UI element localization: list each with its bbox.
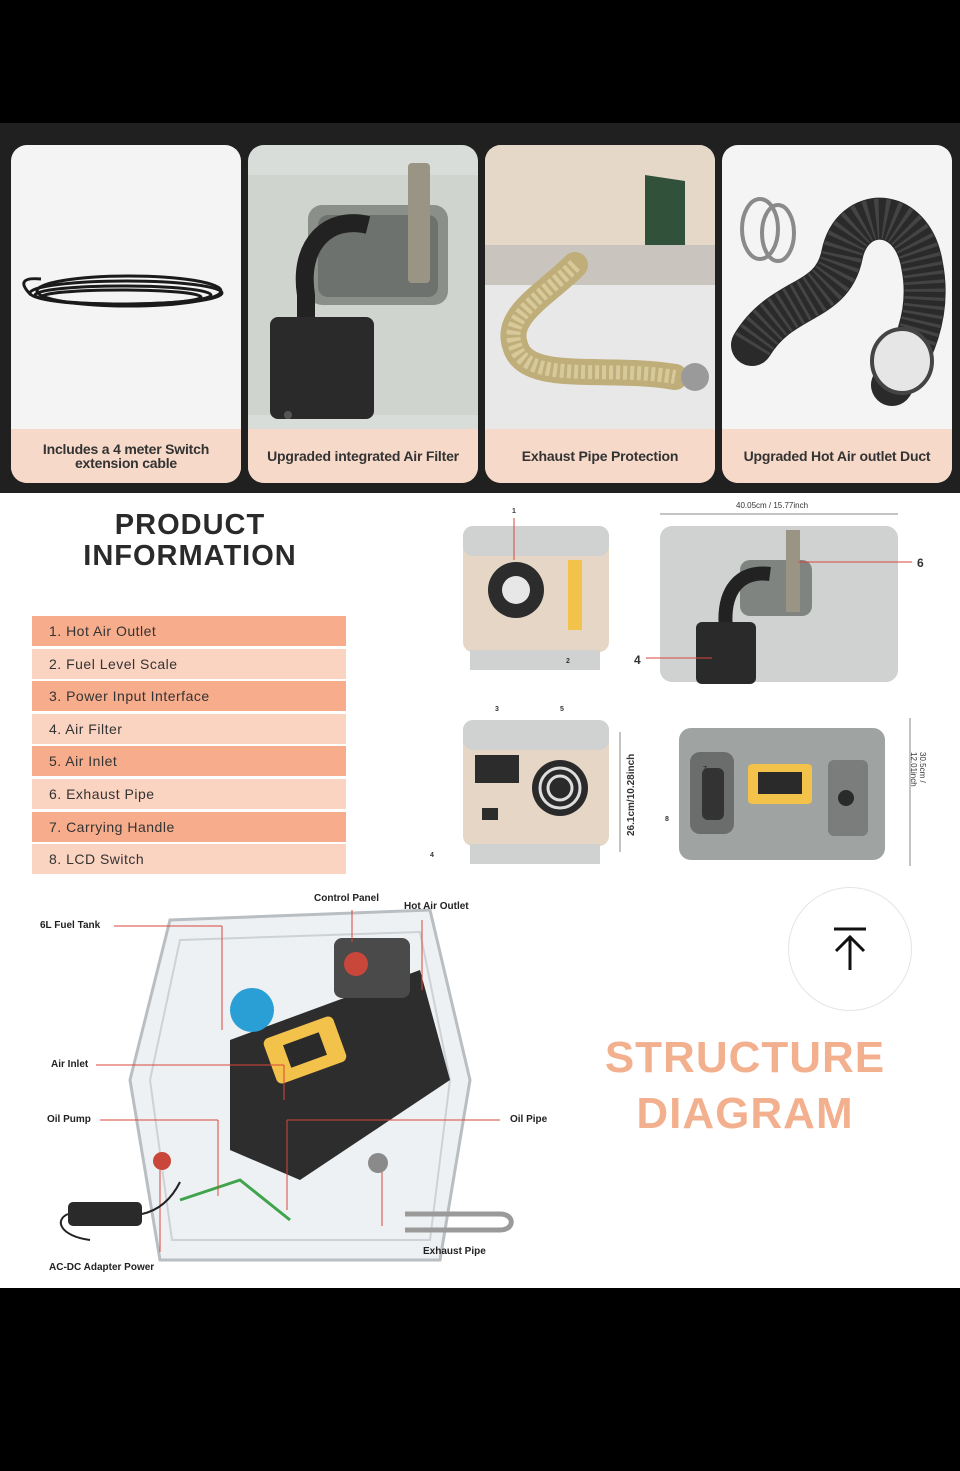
callout-1: 1 <box>512 508 516 515</box>
label-air-inlet: Air Inlet <box>51 1059 89 1070</box>
list-item: 6. Exhaust Pipe <box>32 778 346 809</box>
label-fuel-tank: 6L Fuel Tank <box>40 920 101 931</box>
feature-caption: Upgraded integrated Air Filter <box>248 429 478 483</box>
product-info-list: 1. Hot Air Outlet 2. Fuel Level Scale 3.… <box>32 616 346 877</box>
title-line: PRODUCT <box>114 509 266 541</box>
feature-card-exhaust: Exhaust Pipe Protection <box>485 145 715 483</box>
list-item: 1. Hot Air Outlet <box>32 616 346 646</box>
callout-6: 6 <box>917 556 924 570</box>
structure-diagram-title: STRUCTURE DIAGRAM <box>578 1030 912 1142</box>
title-line: DIAGRAM <box>636 1089 854 1138</box>
feature-caption: Includes a 4 meter Switch extension cabl… <box>11 429 241 483</box>
width-dimension: 40.05cm / 15.77inch <box>736 501 809 510</box>
list-item: 4. Air Filter <box>32 713 346 744</box>
list-item: 2. Fuel Level Scale <box>32 648 346 679</box>
bottom-black-bar <box>0 1288 960 1471</box>
callout-3: 3 <box>495 706 499 713</box>
feature-card-duct: Upgraded Hot Air outlet Duct <box>722 145 952 483</box>
depth-dimension: 30.5cm / 12.01inch <box>909 752 927 787</box>
scroll-to-top-button[interactable] <box>788 887 912 1011</box>
list-item: 3. Power Input Interface <box>32 681 346 712</box>
list-item: 7. Carrying Handle <box>32 811 346 842</box>
exhaust-sleeve-icon <box>485 145 715 391</box>
product-information-title: PRODUCT INFORMATION <box>40 510 340 572</box>
callout-4: 4 <box>634 653 641 667</box>
product-views-illustration <box>463 513 912 866</box>
list-item: 5. Air Inlet <box>32 746 346 777</box>
callout-7: 7 <box>703 766 707 773</box>
arrow-up-to-top-icon <box>834 927 866 970</box>
air-duct-icon <box>731 197 946 406</box>
title-line: STRUCTURE <box>604 1033 886 1082</box>
feature-caption: Upgraded Hot Air outlet Duct <box>722 429 952 483</box>
label-oil-pump: Oil Pump <box>47 1114 91 1125</box>
label-adapter: AC-DC Adapter Power <box>49 1262 155 1273</box>
label-control-panel: Control Panel <box>314 893 380 904</box>
list-item: 8. LCD Switch <box>32 844 346 875</box>
callout-4b: 4 <box>430 852 434 859</box>
label-exhaust-pipe: Exhaust Pipe <box>423 1246 486 1257</box>
callout-2: 2 <box>566 658 570 665</box>
structure-diagram-illustration <box>59 908 514 1262</box>
feature-caption: Exhaust Pipe Protection <box>485 429 715 483</box>
feature-card-cable: Includes a 4 meter Switch extension cabl… <box>11 145 241 483</box>
callout-5: 5 <box>560 706 564 713</box>
callout-8: 8 <box>665 816 669 823</box>
label-oil-pipe: Oil Pipe <box>510 1114 548 1125</box>
title-line: INFORMATION <box>83 540 297 572</box>
top-black-bar <box>0 0 960 123</box>
feature-card-air-filter: Upgraded integrated Air Filter <box>248 145 478 483</box>
cable-coil-icon <box>22 274 224 308</box>
label-hot-air-outlet: Hot Air Outlet <box>404 901 469 912</box>
air-filter-icon <box>248 163 478 419</box>
height-dimension: 26.1cm/10.28inch <box>626 753 637 836</box>
